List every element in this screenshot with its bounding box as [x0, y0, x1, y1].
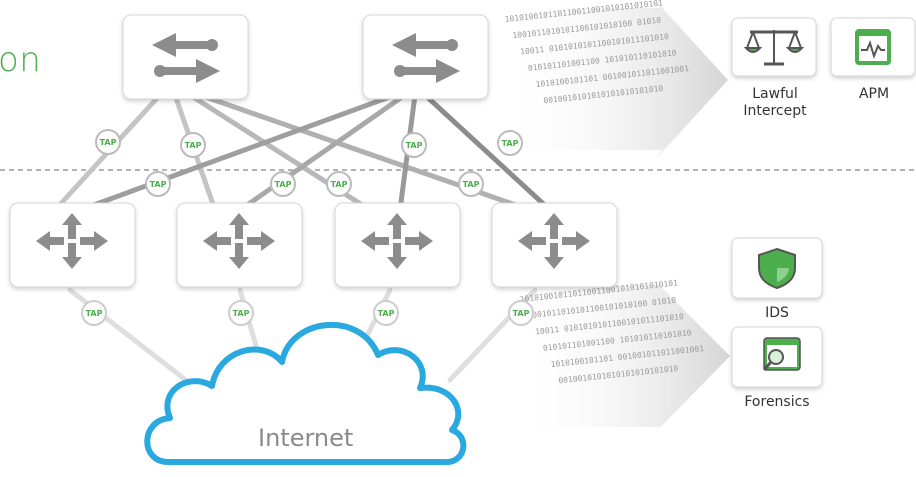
scales-icon — [743, 30, 805, 66]
spine-switch-1 — [122, 14, 249, 100]
svg-text:TAP: TAP — [378, 309, 395, 318]
svg-text:TAP: TAP — [185, 141, 202, 150]
tap-badge: TAP — [401, 132, 427, 158]
shield-icon — [758, 247, 796, 290]
svg-text:TAP: TAP — [150, 180, 167, 189]
svg-text:TAP: TAP — [331, 180, 348, 189]
apm-label: APM — [858, 86, 890, 102]
router-icon — [361, 213, 433, 269]
switch-icon — [152, 33, 220, 83]
tap-badge: TAP — [326, 171, 352, 197]
tap-badge: TAP — [508, 300, 534, 326]
svg-text:TAP: TAP — [406, 141, 423, 150]
router-icon — [36, 213, 108, 269]
svg-text:TAP: TAP — [463, 180, 480, 189]
tap-badge: TAP — [95, 129, 121, 155]
svg-text:TAP: TAP — [513, 309, 530, 318]
svg-text:TAP: TAP — [86, 309, 103, 318]
svg-text:TAP: TAP — [275, 180, 292, 189]
router-icon — [518, 213, 590, 269]
magnifier-window-icon — [762, 337, 801, 371]
data-stream-upper: 1010100101101100110010101010101011001011… — [498, 0, 728, 160]
data-stream-lower: 1010100101101100110010101010101011001011… — [515, 278, 730, 436]
tap-badge: TAP — [228, 300, 254, 326]
spine-switch-2 — [362, 14, 489, 100]
lawful-intercept-label: Lawful Intercept — [743, 86, 807, 119]
internet-cloud — [144, 321, 467, 466]
page-title-fragment: on — [0, 40, 42, 80]
tap-badge: TAP — [458, 171, 484, 197]
tap-badge: TAP — [180, 132, 206, 158]
svg-text:TAP: TAP — [100, 138, 117, 147]
tap-badges: TAP TAP TAP TAP TAP TAP TAP TAP TAP TAP … — [81, 129, 534, 326]
svg-text:TAP: TAP — [233, 309, 250, 318]
forensics-label: Forensics — [744, 394, 810, 410]
tap-badge: TAP — [270, 171, 296, 197]
tap-badge: TAP — [373, 300, 399, 326]
svg-text:TAP: TAP — [502, 139, 519, 148]
router-icon — [203, 213, 275, 269]
switch-icon — [392, 33, 460, 83]
tap-badge: TAP — [145, 171, 171, 197]
ids-label: IDS — [765, 305, 789, 321]
monitor-pulse-icon — [855, 29, 891, 65]
tap-badge: TAP — [81, 300, 107, 326]
internet-label: Internet — [258, 424, 354, 452]
tap-badge: TAP — [497, 130, 523, 156]
